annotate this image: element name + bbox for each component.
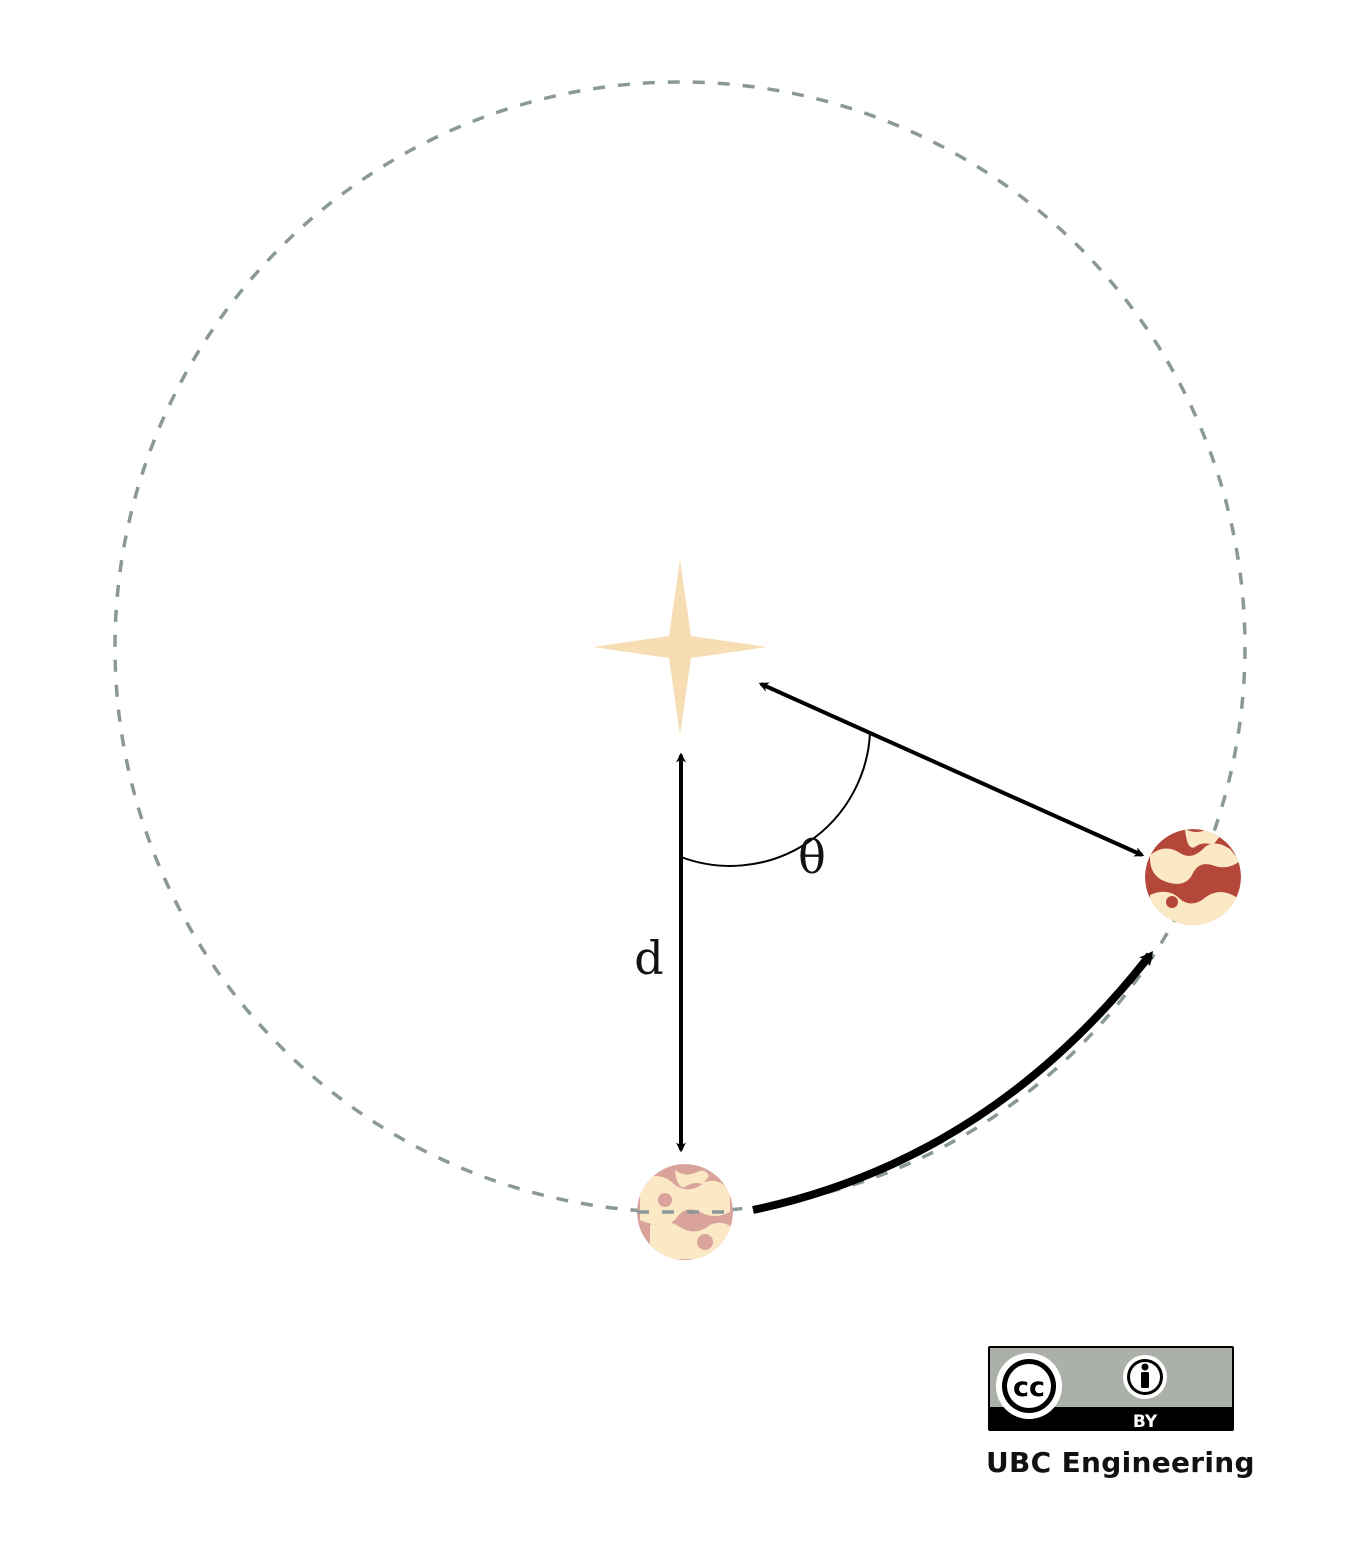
planet-current-position: [1145, 829, 1241, 925]
attribution-person-icon: [1123, 1355, 1167, 1399]
cc-icon: cc: [996, 1353, 1062, 1419]
credit-text: UBC Engineering: [986, 1446, 1255, 1479]
angle-arc: [680, 732, 871, 867]
orbit-path: [113, 80, 1247, 1214]
distance-label: d: [634, 931, 663, 985]
star-icon: [593, 560, 767, 735]
svg-text:cc: cc: [1013, 1372, 1045, 1403]
license-by-label: BY: [1133, 1412, 1158, 1432]
star-planet-arrow: [758, 682, 1145, 857]
angle-label: θ: [798, 830, 826, 884]
cc-by-license-badge: cc BY: [988, 1346, 1234, 1432]
orbital-motion-arrow: [752, 951, 1154, 1214]
